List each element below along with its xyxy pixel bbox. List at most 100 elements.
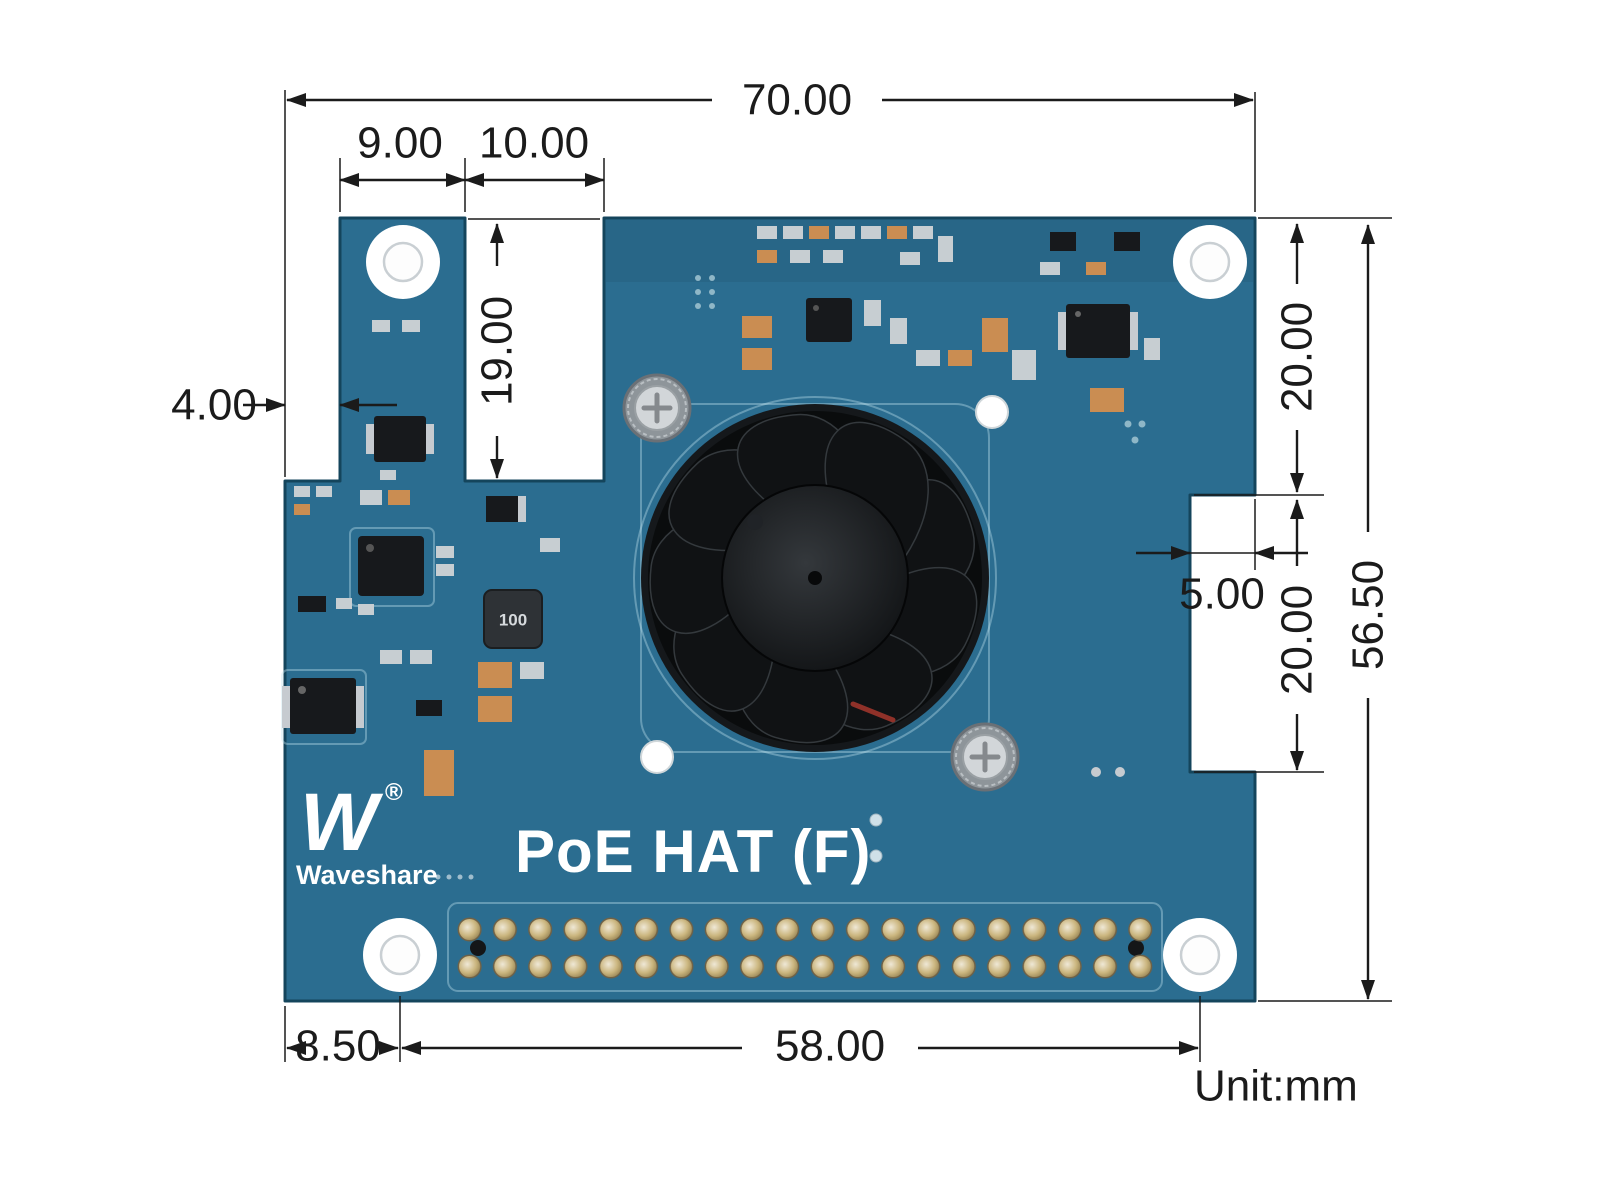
soic-chip [1066, 304, 1130, 358]
smd-component [982, 318, 1008, 352]
smd-component [520, 662, 544, 679]
solder-pad [1115, 767, 1125, 777]
led-hole [869, 813, 883, 827]
smd-components-right [1091, 420, 1146, 777]
smd-component [864, 300, 881, 326]
ic-legs [356, 686, 364, 728]
ic-pin1-dot [1075, 311, 1081, 317]
mounting-hole [363, 918, 437, 992]
smd-component [1012, 350, 1036, 380]
smd-component [890, 318, 907, 344]
silk-dot [468, 874, 474, 880]
silk-dot [457, 874, 463, 880]
dimension-lines [243, 93, 1375, 1055]
inductor [483, 589, 543, 649]
dim-hole-spacing-label: 58.00 [775, 1022, 885, 1071]
unit-label: Unit:mm [1194, 1062, 1358, 1111]
fan-wire [850, 701, 896, 723]
via [1124, 420, 1132, 428]
smd-component [380, 470, 396, 480]
smd-components-tab [366, 320, 434, 480]
mounting-hole [366, 225, 440, 299]
smd-component [1144, 338, 1160, 360]
via [1131, 436, 1139, 444]
smd-component [1090, 388, 1124, 412]
smd-component [380, 650, 402, 664]
smd-component [358, 604, 374, 615]
via [695, 303, 701, 309]
dim-notch-depth-label: 19.00 [473, 296, 522, 406]
smd-component [861, 226, 881, 239]
fan-mount-hole [640, 740, 674, 774]
capacitor [424, 750, 454, 796]
smd-component [783, 226, 803, 239]
smd-component [757, 226, 777, 239]
smd-components-top [695, 226, 1160, 412]
smd-component [540, 538, 560, 552]
fan-silkscreen-circle [633, 396, 997, 760]
via [1138, 420, 1146, 428]
dim-right-lower-label: 20.00 [1273, 585, 1322, 695]
screw-post [950, 722, 1020, 792]
smd-component [372, 320, 390, 332]
dim-right-upper-label: 20.00 [1273, 302, 1322, 412]
smd-component [478, 696, 512, 722]
smd-component [436, 564, 454, 576]
header-silkscreen-box [447, 902, 1163, 992]
board-title: PoE HAT (F) [515, 818, 872, 885]
transistor [1114, 232, 1140, 251]
smd-component [416, 700, 442, 716]
smd-component [294, 486, 310, 497]
ic-pin1-dot [813, 305, 819, 311]
smd-component [900, 252, 920, 265]
registered-mark: ® [385, 779, 403, 806]
soic-chip [290, 678, 356, 734]
silk-dot [446, 874, 452, 880]
smd-component [809, 226, 829, 239]
smd-component [1040, 262, 1060, 275]
smd-component [742, 316, 772, 338]
smd-component [887, 226, 907, 239]
smd-component [478, 662, 512, 688]
via [695, 289, 701, 295]
smd-component [913, 226, 933, 239]
cooling-fan [641, 404, 989, 752]
smd-component [294, 504, 310, 515]
qfn-chip [358, 536, 424, 596]
smd-component [948, 350, 972, 366]
via [695, 275, 701, 281]
smd-component [388, 490, 410, 505]
smd-component [835, 226, 855, 239]
smd-component [410, 650, 432, 664]
dim-notch-width-label: 10.00 [479, 119, 589, 168]
ic-chip [806, 298, 852, 342]
smd-component [436, 546, 454, 558]
smd-component [938, 236, 953, 262]
smd-component [742, 348, 772, 370]
dim-total-height-label: 56.50 [1344, 560, 1393, 670]
dim-tab-width-label: 9.00 [357, 119, 443, 168]
inductor-label: 100 [499, 611, 527, 630]
solder-pad [1091, 767, 1101, 777]
smd-component [1086, 262, 1106, 275]
ic-legs [1058, 312, 1066, 350]
via [709, 275, 715, 281]
ic-chip [374, 416, 426, 462]
ic-pin1-dot [298, 686, 306, 694]
smd-components-left: 100 [282, 486, 560, 796]
smd-component [336, 598, 352, 609]
diode-band [518, 496, 526, 522]
via [709, 303, 715, 309]
screw-post [622, 373, 692, 443]
dim-right-notch-label: 5.00 [1179, 570, 1265, 619]
via [709, 289, 715, 295]
dim-left-offset-label: 4.00 [171, 381, 257, 430]
smd-component [298, 596, 326, 612]
smd-component [402, 320, 420, 332]
fan-mount-hole [975, 395, 1009, 429]
mounting-hole [1173, 225, 1247, 299]
smd-component [757, 250, 777, 263]
fan-hub-mark [747, 514, 763, 530]
